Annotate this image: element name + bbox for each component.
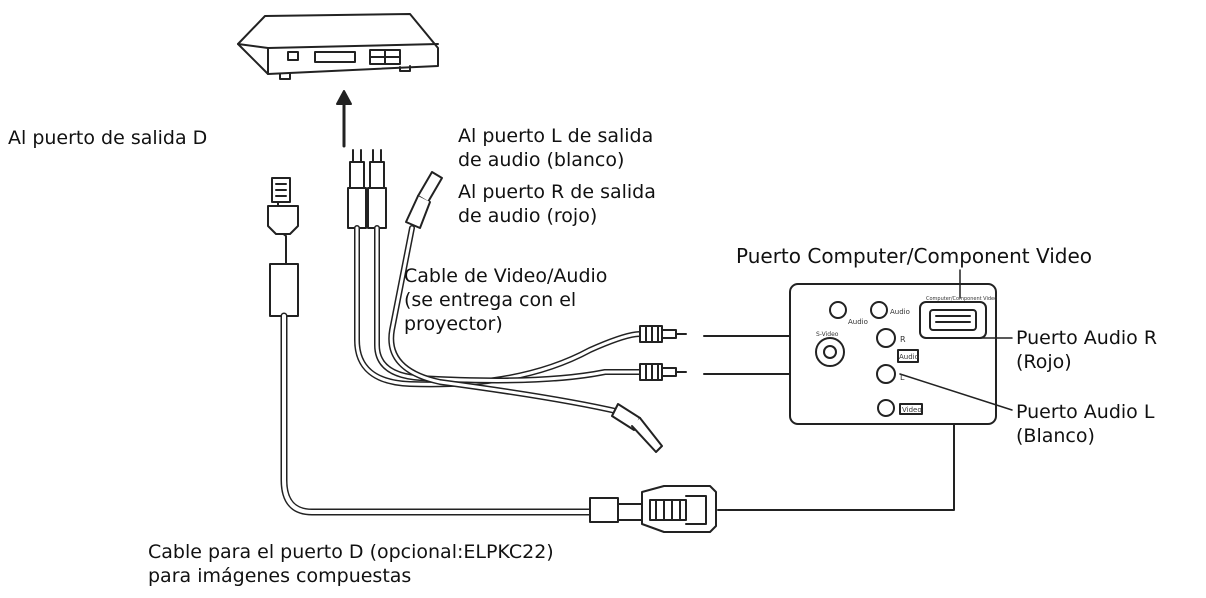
av-cable-bundle xyxy=(347,149,881,453)
label-audio-r-output: Al puerto R de salida de audio (rojo) xyxy=(458,181,656,227)
video-plug-bottom-right xyxy=(611,403,663,453)
panel-label-r: R xyxy=(900,335,906,344)
label-audio-l-port: Puerto Audio L (Blanco) xyxy=(1016,401,1155,447)
rca-plug-red-right xyxy=(639,325,687,343)
panel-label-svideo: S-Video xyxy=(816,331,839,338)
panel-label-video: Video xyxy=(902,406,922,414)
label-av-cable: Cable de Video/Audio (se entrega con el … xyxy=(404,265,608,335)
video-source-device xyxy=(237,13,439,80)
label-computer-port: Puerto Computer/Component Video xyxy=(736,244,1093,268)
label-d-output: Al puerto de salida D xyxy=(8,127,208,149)
panel-label-computer: Computer/Component Video xyxy=(926,296,997,302)
panel-label-audio: Audio xyxy=(848,318,868,326)
d-port-cable xyxy=(267,177,955,533)
label-audio-l-output: Al puerto L de salida de audio (blanco) xyxy=(458,125,654,171)
label-d-cable: Cable para el puerto D (opcional:ELPKC22… xyxy=(148,541,554,587)
panel-label-audio-in: Audio xyxy=(890,308,910,316)
rca-plug-white-right xyxy=(639,363,687,381)
connection-arrow-up xyxy=(336,90,352,148)
video-plug-diagonal xyxy=(405,171,443,229)
panel-label-audio-2: Audio xyxy=(899,353,919,361)
projector-panel xyxy=(789,269,1013,425)
rca-plug-right-top xyxy=(367,149,387,229)
label-audio-r-port: Puerto Audio R (Rojo) xyxy=(1016,327,1158,373)
panel-label-l: L xyxy=(900,373,905,382)
rca-plug-left-top xyxy=(347,149,367,229)
